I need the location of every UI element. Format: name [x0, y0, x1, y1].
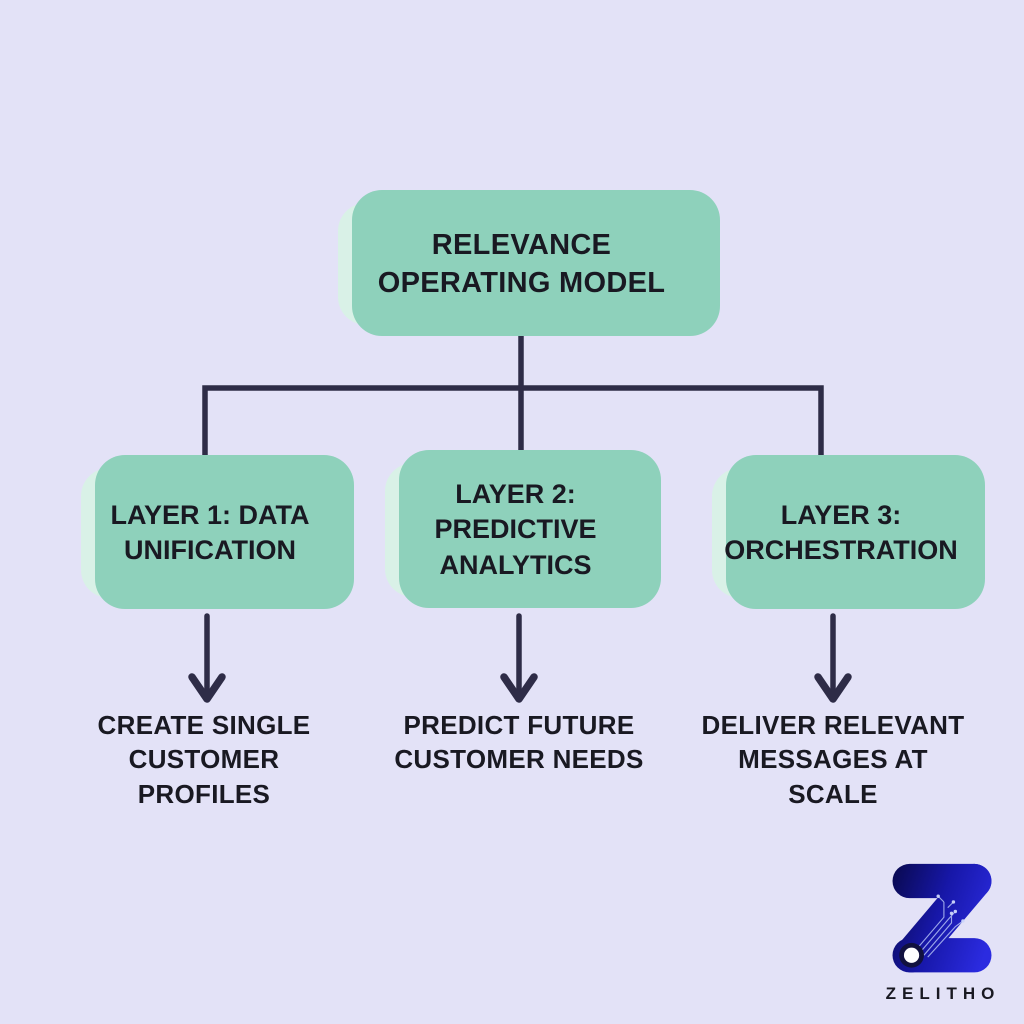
outcome-label-predict-future-customer-needs: PREDICT FUTURE CUSTOMER NEEDS — [394, 710, 644, 775]
down-arrow-icon — [814, 613, 852, 703]
root-node-title: RELEVANCE OPERATING MODEL — [377, 228, 666, 299]
brand-logo: ZELITHO — [858, 862, 1024, 1012]
outcome-label-deliver-relevant-messages-at-scale: DELIVER RELEVANT MESSAGES AT SCALE — [701, 710, 965, 809]
node-relevance-operating-model: RELEVANCE OPERATING MODEL — [338, 190, 720, 336]
down-arrow-icon — [188, 613, 226, 703]
node-layer-3-orchestration: LAYER 3: ORCHESTRATION — [712, 455, 985, 609]
down-arrow-icon — [500, 613, 538, 703]
brand-wordmark: ZELITHO — [885, 984, 1001, 1003]
layer-2-title: LAYER 2: PREDICTIVE ANALYTICS — [434, 479, 597, 580]
outcome-label-create-single-customer-profiles: CREATE SINGLE CUSTOMER PROFILES — [97, 710, 311, 809]
branch-rail-line — [202, 385, 824, 462]
z-circuit-logo-icon — [892, 863, 992, 973]
node-layer-1-data-unification: LAYER 1: DATA UNIFICATION — [81, 455, 354, 609]
layer-3-title: LAYER 3: ORCHESTRATION — [724, 499, 958, 565]
layer-1-title: LAYER 1: DATA UNIFICATION — [110, 499, 310, 565]
node-layer-2-predictive-analytics: LAYER 2: PREDICTIVE ANALYTICS — [385, 450, 661, 608]
